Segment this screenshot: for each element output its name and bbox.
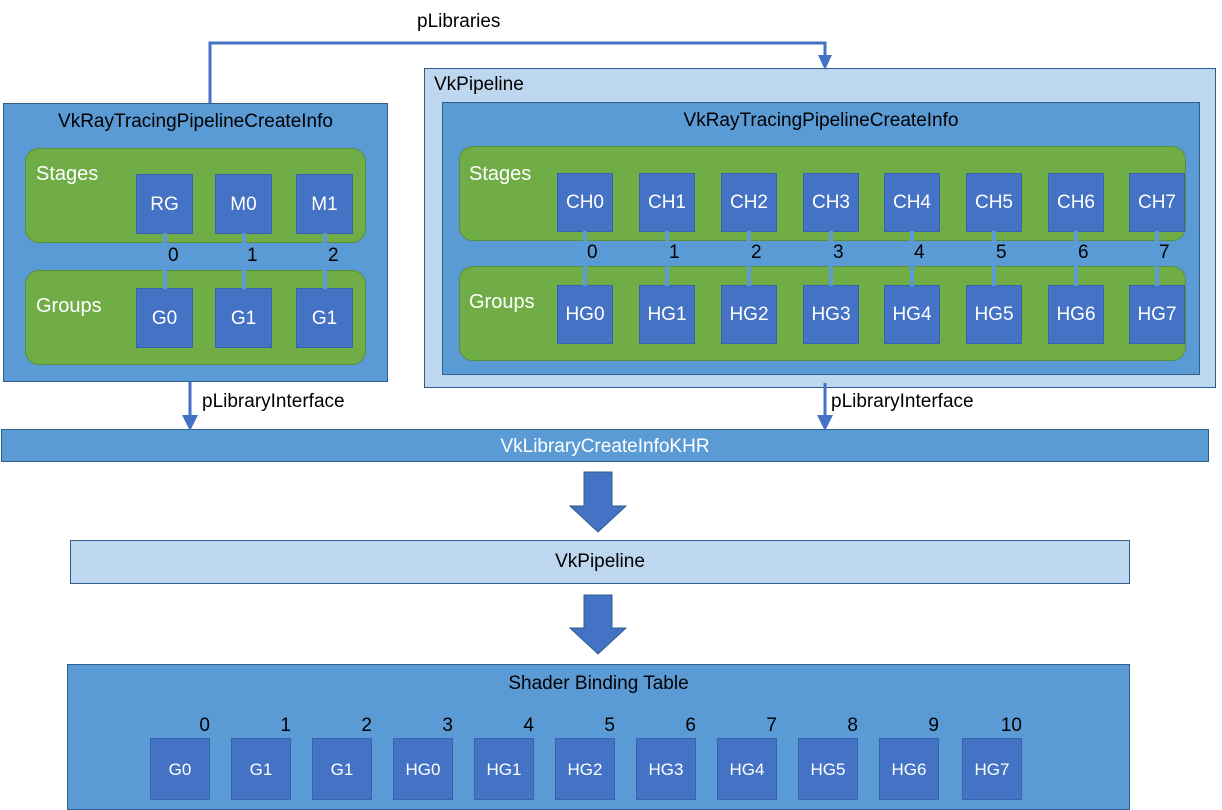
connector-index: 1 — [669, 242, 680, 263]
sbt-entry: HG1 — [474, 738, 534, 800]
sbt-index: 8 — [847, 715, 858, 736]
stage-cell: CH5 — [966, 173, 1022, 232]
group-cell: HG0 — [557, 285, 613, 344]
sbt-index: 1 — [280, 715, 291, 736]
stage-cell: CH7 — [1129, 173, 1185, 232]
connector-index: 2 — [751, 242, 762, 263]
stage-group-connector — [242, 233, 246, 289]
sbt-index: 2 — [361, 715, 372, 736]
right-create-info-title: VkRayTracingPipelineCreateInfo — [683, 110, 959, 131]
sbt-index: 5 — [604, 715, 615, 736]
right-stages-label: Stages — [469, 163, 532, 185]
plibrary-interface-left-label: pLibraryInterface — [202, 391, 345, 412]
sbt-index: 6 — [685, 715, 696, 736]
shader-binding-table-title: Shader Binding Table — [508, 673, 689, 694]
stage-cell: CH6 — [1048, 173, 1104, 232]
sbt-entry: G0 — [150, 738, 210, 800]
left-create-info-title: VkRayTracingPipelineCreateInfo — [58, 111, 333, 132]
stage-group-connector — [910, 231, 914, 286]
vklibrarycreateinfokhr-title: VkLibraryCreateInfoKHR — [500, 436, 710, 457]
connector-index: 0 — [168, 245, 179, 266]
connector-index: 4 — [914, 242, 925, 263]
sbt-index: 3 — [442, 715, 453, 736]
sbt-entry: HG7 — [962, 738, 1022, 800]
sbt-index: 4 — [523, 715, 534, 736]
connector-index: 7 — [1159, 242, 1170, 263]
sbt-entry: HG4 — [717, 738, 777, 800]
stage-group-connector — [323, 233, 327, 289]
stage-cell: M0 — [215, 174, 272, 234]
vkpipeline-title: VkPipeline — [434, 74, 524, 95]
group-cell: HG5 — [966, 285, 1022, 344]
sbt-entry: G1 — [231, 738, 291, 800]
stage-group-connector — [1155, 231, 1159, 286]
plibrary-interface-left-arrow — [182, 382, 198, 431]
stage-cell: CH0 — [557, 173, 613, 232]
block-arrow-down-2 — [568, 594, 628, 655]
stage-group-connector — [747, 231, 751, 286]
stage-cell: CH4 — [884, 173, 940, 232]
stage-cell: CH2 — [721, 173, 777, 232]
sbt-index: 10 — [1000, 715, 1022, 736]
result-vkpipeline-bar — [70, 540, 1130, 584]
group-cell: HG6 — [1048, 285, 1104, 344]
sbt-entry: HG5 — [798, 738, 858, 800]
group-cell: G1 — [296, 288, 353, 348]
stage-group-connector — [829, 231, 833, 286]
stage-group-connector — [163, 233, 167, 289]
stage-cell: CH3 — [803, 173, 859, 232]
sbt-entry: G1 — [312, 738, 372, 800]
sbt-index: 9 — [928, 715, 939, 736]
stage-group-connector — [583, 231, 587, 286]
stage-cell: RG — [136, 174, 193, 234]
vklibrarycreateinfokhr-bar — [1, 429, 1209, 462]
connector-index: 1 — [247, 245, 258, 266]
left-groups-label: Groups — [36, 295, 102, 317]
right-groups-label: Groups — [469, 291, 535, 313]
group-cell: HG4 — [884, 285, 940, 344]
sbt-entry: HG2 — [555, 738, 615, 800]
result-vkpipeline-title: VkPipeline — [555, 551, 645, 572]
plibrary-interface-right-label: pLibraryInterface — [831, 391, 974, 412]
sbt-entry: HG3 — [636, 738, 696, 800]
block-arrow-down-1 — [568, 471, 628, 533]
group-cell: G1 — [215, 288, 272, 348]
group-cell: HG7 — [1129, 285, 1185, 344]
connector-index: 2 — [328, 245, 339, 266]
plibraries-label: pLibraries — [417, 11, 501, 32]
stage-cell: CH1 — [639, 173, 695, 232]
group-cell: HG1 — [639, 285, 695, 344]
sbt-entry: HG0 — [393, 738, 453, 800]
stage-group-connector — [665, 231, 669, 286]
sbt-entry: HG6 — [879, 738, 939, 800]
connector-index: 5 — [996, 242, 1007, 263]
sbt-index: 7 — [766, 715, 777, 736]
stage-cell: M1 — [296, 174, 353, 234]
left-stages-label: Stages — [36, 163, 99, 185]
connector-index: 6 — [1078, 242, 1089, 263]
stage-group-connector — [992, 231, 996, 286]
connector-index: 0 — [587, 242, 598, 263]
group-cell: HG3 — [803, 285, 859, 344]
group-cell: HG2 — [721, 285, 777, 344]
stage-group-connector — [1074, 231, 1078, 286]
sbt-index: 0 — [199, 715, 210, 736]
connector-index: 3 — [833, 242, 844, 263]
group-cell: G0 — [136, 288, 193, 348]
